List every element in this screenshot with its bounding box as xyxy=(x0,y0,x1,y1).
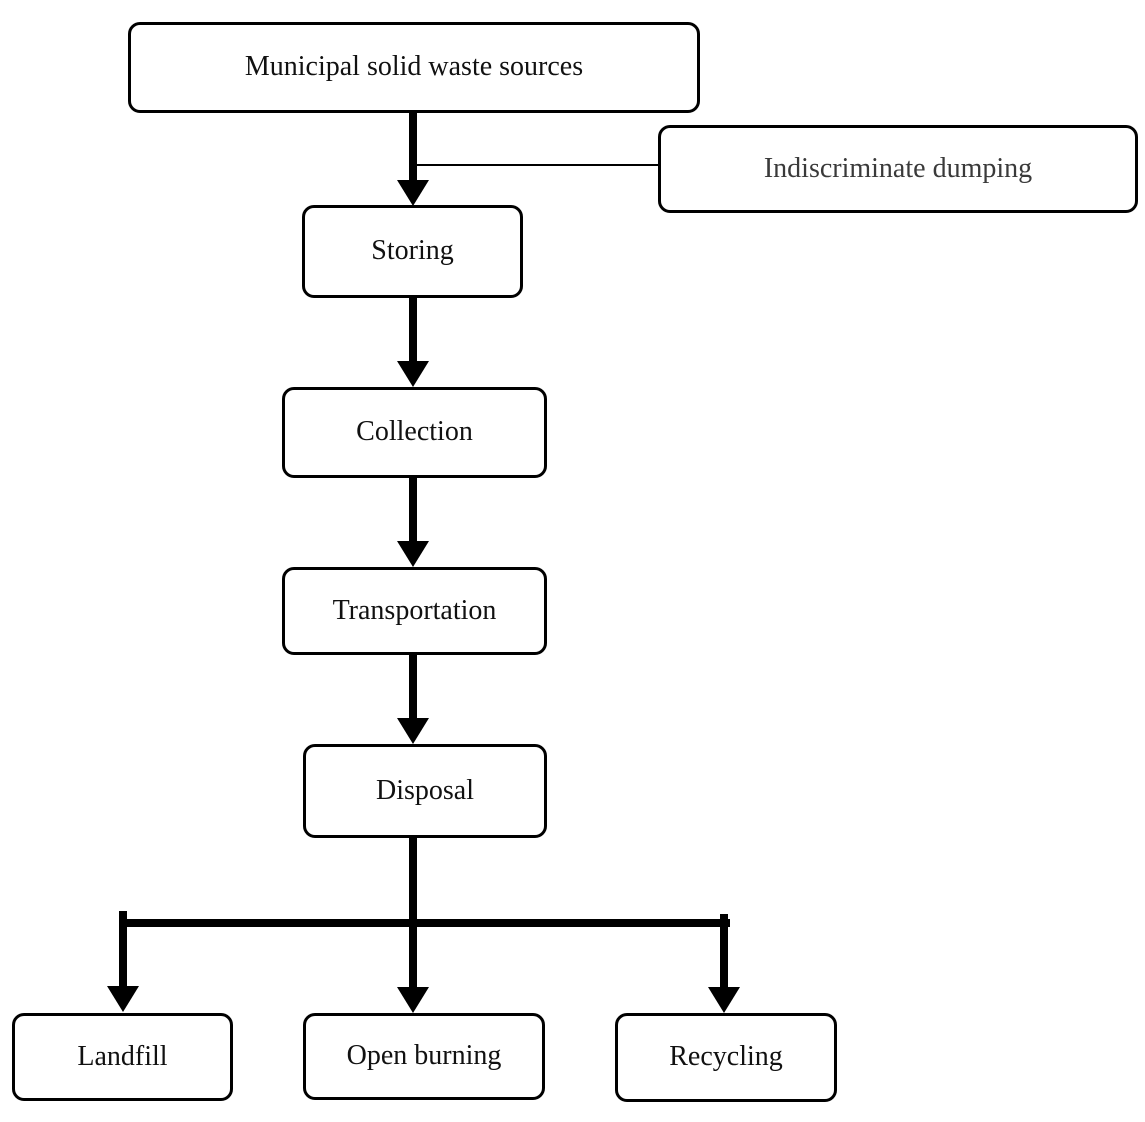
node-label: Municipal solid waste sources xyxy=(244,51,584,83)
node-municipal-solid-waste-sources: Municipal solid waste sources xyxy=(128,22,700,113)
node-label: Disposal xyxy=(376,774,474,806)
node-recycling: Recycling xyxy=(615,1013,837,1102)
node-storing: Storing xyxy=(302,205,523,298)
node-label: Collection xyxy=(356,416,473,448)
node-label: Open burning xyxy=(346,1040,502,1072)
node-label: Recycling xyxy=(669,1041,783,1073)
edge-disposal-landfill-line xyxy=(119,911,127,986)
edge-collection-transportation-arrowhead-icon xyxy=(397,541,429,567)
node-collection: Collection xyxy=(282,387,547,478)
edge-storing-collection-arrowhead-icon xyxy=(397,361,429,387)
edge-transportation-disposal-arrowhead-icon xyxy=(397,718,429,744)
node-open-burning: Open burning xyxy=(303,1013,545,1100)
node-landfill: Landfill xyxy=(12,1013,233,1101)
edge-collection-transportation-line xyxy=(409,477,417,541)
edge-disposal-openburning-line xyxy=(409,837,417,987)
node-label: Storing xyxy=(371,235,454,267)
edge-disposal-landfill-arrowhead-icon xyxy=(107,986,139,1012)
edge-disposal-recycling-arrowhead-icon xyxy=(708,987,740,1013)
node-label: Landfill xyxy=(77,1040,168,1072)
node-disposal: Disposal xyxy=(303,744,547,838)
node-indiscriminate-dumping: Indiscriminate dumping xyxy=(658,125,1138,213)
edge-disposal-openburning-arrowhead-icon xyxy=(397,987,429,1013)
edge-municipal-storing-line xyxy=(409,112,417,180)
edge-storing-collection-line xyxy=(409,297,417,361)
edge-transportation-disposal-line xyxy=(409,654,417,718)
edge-municipal-indiscriminate-line xyxy=(417,164,658,166)
node-label: Indiscriminate dumping xyxy=(763,152,1033,184)
disposal-branch-bar xyxy=(119,919,730,927)
edge-municipal-storing-arrowhead-icon xyxy=(397,180,429,206)
edge-disposal-recycling-line xyxy=(720,914,728,987)
node-transportation: Transportation xyxy=(282,567,547,655)
node-label: Transportation xyxy=(332,594,497,626)
